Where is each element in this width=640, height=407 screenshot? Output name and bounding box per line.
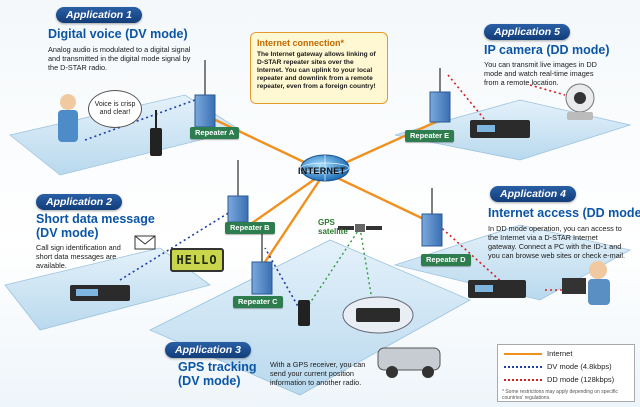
repeater-d-label: Repeater D (421, 254, 471, 266)
app3-title: GPS tracking (DV mode) (178, 360, 257, 388)
gps-satellite-label: GPS satellite (318, 218, 348, 236)
repeater-d-tower (421, 188, 443, 247)
app5-title: IP camera (DD mode) (484, 43, 610, 57)
laptop-person-icon (562, 261, 610, 305)
app1-title: Digital voice (DV mode) (48, 27, 188, 41)
handheld-radio-app3-icon (298, 300, 310, 326)
app2-desc: Call sign identification and short data … (36, 243, 121, 270)
repeater-b-tower (227, 160, 249, 223)
person-app1-icon (58, 94, 78, 142)
legend-swatch-dv (504, 366, 542, 369)
internet-label: INTERNET (298, 166, 346, 176)
legend-label-internet: Internet (547, 349, 573, 358)
repeater-c-label: Repeater C (233, 296, 283, 308)
radio-app5-icon (470, 120, 530, 138)
speech-bubble: Voice is crisp and clear! (88, 90, 142, 128)
internet-connection-text: The Internet gateway allows linking of D… (257, 51, 376, 90)
suv-car-icon (377, 347, 441, 378)
repeater-a-label: Repeater A (190, 127, 240, 139)
radio-app4-icon (468, 280, 526, 298)
internet-connection-title: Internet connection* (257, 38, 345, 48)
app5-tab: Application 5 (484, 24, 570, 40)
repeater-a-tower (194, 60, 216, 128)
app5-desc: You can transmit live images in DD mode … (484, 60, 597, 87)
legend-swatch-dd (504, 379, 542, 382)
app1-desc: Analog audio is modulated to a digital s… (48, 45, 191, 72)
app2-tab: Application 2 (36, 194, 122, 210)
internet-connection-box: Internet connection* The Internet gatewa… (250, 32, 388, 104)
legend: Internet DV mode (4.8kbps) DD mode (128k… (497, 344, 635, 402)
app4-title: Internet access (DD mode)* (488, 206, 640, 220)
internet-globe (300, 154, 350, 182)
legend-item-dd: DD mode (128kbps) (504, 375, 614, 385)
app3-desc: With a GPS receiver, you can send your c… (270, 360, 366, 387)
repeater-c-tower (251, 232, 273, 295)
dd-links (434, 74, 566, 291)
dv-links (84, 99, 301, 311)
legend-label-dd: DD mode (128kbps) (547, 375, 615, 384)
app1-tab: Application 1 (56, 7, 142, 23)
ip-camera-icon (565, 83, 595, 120)
app3-tab: Application 3 (165, 342, 251, 358)
legend-item-dv: DV mode (4.8kbps) (504, 362, 612, 372)
handheld-radio-app1-icon (150, 110, 162, 156)
app2-title: Short data message (DV mode) (36, 212, 155, 240)
mobile-radio-app3-icon (342, 296, 414, 334)
legend-footnote: * Some restrictions may apply depending … (502, 389, 618, 401)
legend-label-dv: DV mode (4.8kbps) (547, 362, 612, 371)
mobile-radio-app2-icon (70, 285, 130, 301)
repeater-e-tower (429, 68, 451, 123)
lcd-display: HELLO (170, 248, 224, 272)
legend-item-internet: Internet (504, 349, 572, 359)
gps-satellite-icon (338, 224, 382, 232)
app4-tab: Application 4 (490, 186, 576, 202)
app4-desc: In DD mode operation, you can access to … (488, 224, 626, 260)
legend-swatch-internet (504, 353, 542, 356)
repeater-b-label: Repeater B (225, 222, 275, 234)
envelope-icon (134, 235, 156, 250)
repeater-e-label: Repeater E (405, 130, 455, 142)
